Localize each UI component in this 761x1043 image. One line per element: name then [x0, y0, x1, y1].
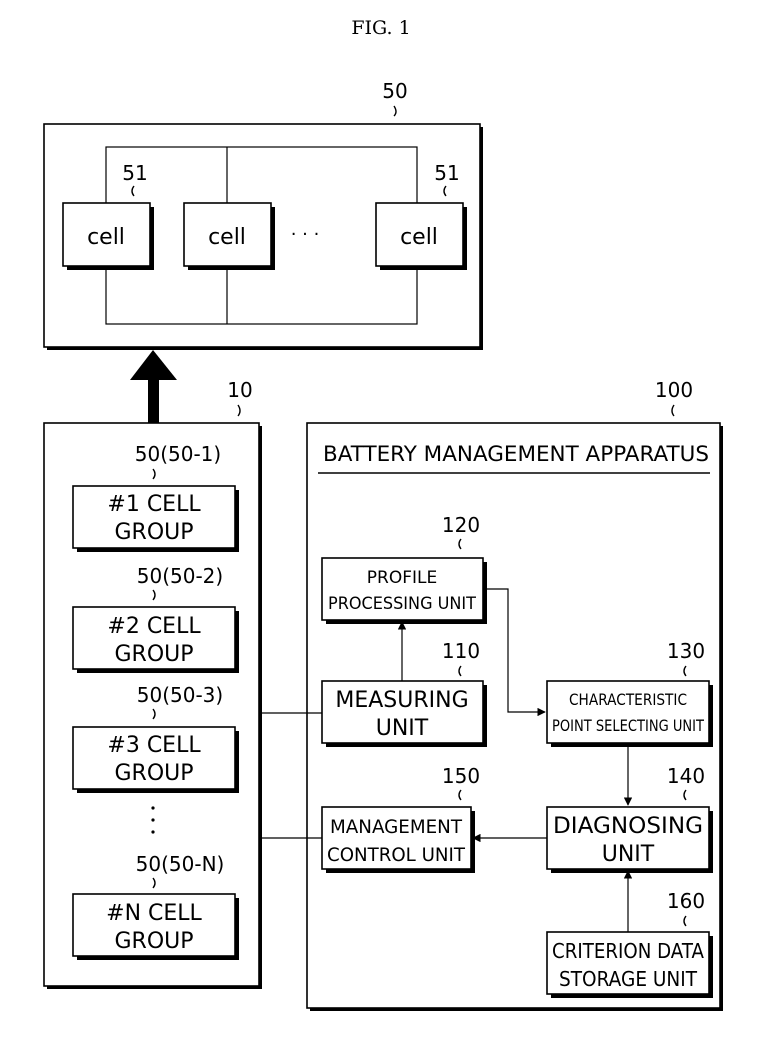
unit-reference: 140: [667, 764, 705, 788]
apparatus-reference-number: 100: [655, 378, 693, 402]
unit-reference: 150: [442, 764, 480, 788]
group-label-line1: #2 CELL: [107, 614, 201, 639]
unit-label-line1: CHARACTERISTIC: [569, 690, 687, 709]
group-reference: 50(50-3): [137, 683, 223, 707]
unit-label-line1: PROFILE: [367, 568, 437, 588]
unit-reference: 130: [667, 639, 705, 663]
group-label-line1: #3 CELL: [107, 733, 201, 758]
cell-reference-left: 51: [122, 161, 147, 185]
group-label-line1: #1 CELL: [107, 492, 201, 517]
battery-management-apparatus: 100 BATTERY MANAGEMENT APPARATUS 120 PRO…: [259, 378, 723, 1011]
unit-label-line2: PROCESSING UNIT: [328, 594, 477, 614]
module-leader-line: [238, 405, 240, 416]
apparatus-title: BATTERY MANAGEMENT APPARATUS: [323, 442, 709, 466]
cell-reference-right: 51: [434, 161, 459, 185]
cell-n: cell: [376, 203, 467, 270]
unit-label-line2: UNIT: [376, 716, 429, 741]
cell-2: cell: [184, 203, 275, 270]
group-label-line2: GROUP: [114, 520, 193, 545]
unit-label-line2: UNIT: [602, 842, 655, 867]
group-label-line2: GROUP: [114, 642, 193, 667]
pack-reference-number: 50: [382, 79, 407, 103]
cell-label: cell: [400, 225, 438, 250]
module-reference-number: 10: [227, 378, 252, 402]
unit-label-line1: MANAGEMENT: [330, 816, 462, 838]
apparatus-leader-line: [672, 405, 674, 416]
cell-label: cell: [87, 225, 125, 250]
unit-label-line1: CRITERION DATA: [552, 939, 704, 963]
unit-reference: 160: [667, 889, 705, 913]
unit-label-line2: POINT SELECTING UNIT: [552, 716, 704, 735]
battery-pack: 50 51 51 cell cell · · · cell: [44, 79, 483, 350]
group-label-line2: GROUP: [114, 929, 193, 954]
cell-label: cell: [208, 225, 246, 250]
unit-label-line2: CONTROL UNIT: [327, 844, 465, 866]
unit-reference: 120: [442, 513, 480, 537]
unit-reference: 110: [442, 639, 480, 663]
group-reference: 50(50-N): [136, 852, 225, 876]
group-label-line2: GROUP: [114, 761, 193, 786]
pack-module-arrow: [130, 350, 177, 424]
pack-leader-line: [394, 106, 396, 116]
unit-label-line2: STORAGE UNIT: [559, 967, 698, 991]
cell-ellipsis: · · ·: [291, 224, 320, 245]
group-reference: 50(50-2): [137, 564, 223, 588]
figure-title: FIG. 1: [351, 17, 410, 39]
cell-1: cell: [63, 203, 154, 270]
unit-label-line1: MEASURING: [335, 688, 468, 713]
unit-label-line1: DIAGNOSING: [553, 814, 703, 839]
cell-module: 10 50(50-1) #1 CELL GROUP 50(50-2) #2 CE…: [44, 378, 262, 989]
group-label-line1: #N CELL: [106, 901, 202, 926]
group-reference: 50(50-1): [135, 442, 221, 466]
